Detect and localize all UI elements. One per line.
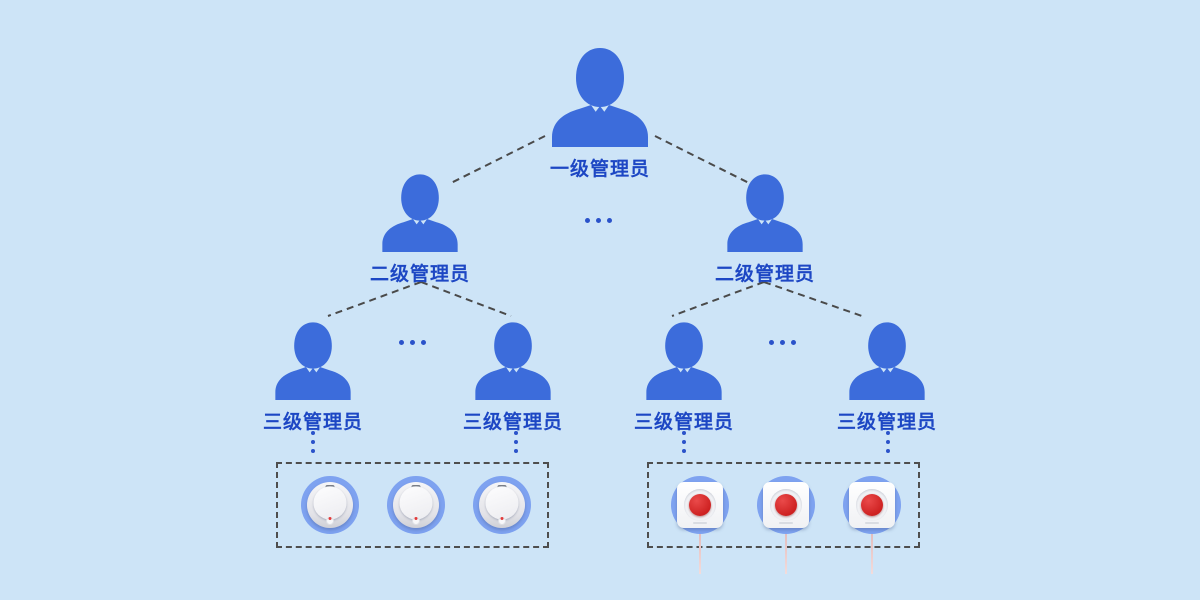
- admin-node-level3-4: 三级管理员: [837, 320, 936, 434]
- admin-node-level3-1: 三级管理员: [263, 320, 362, 434]
- admin-node-level3-3: 三级管理员: [634, 320, 733, 434]
- dotted-link-icon: [886, 431, 890, 453]
- connector-l2right-to-l3-3: [671, 281, 765, 317]
- person-icon: [475, 322, 551, 400]
- knob-device-group-box: [276, 462, 549, 548]
- admin-level2-right-label: 二级管理员: [715, 264, 816, 285]
- person-icon: [382, 174, 458, 252]
- person-icon: [552, 48, 648, 147]
- person-icon: [275, 322, 351, 400]
- rotary-knob-device-icon: [301, 476, 359, 534]
- emergency-button-device-icon: [757, 476, 815, 534]
- ellipsis-icon-level3-right: [769, 340, 796, 345]
- admin-node-level2-right: 二级管理员: [715, 172, 814, 286]
- person-icon: [849, 322, 925, 400]
- admin-node-level2-left: 二级管理员: [370, 172, 469, 286]
- admin-level3-1-label: 三级管理员: [263, 412, 364, 433]
- admin-level2-left-label: 二级管理员: [370, 264, 471, 285]
- rotary-knob-device-icon: [387, 476, 445, 534]
- admin-level1-label: 一级管理员: [549, 159, 650, 180]
- dotted-link-icon: [311, 431, 315, 453]
- person-icon: [646, 322, 722, 400]
- admin-node-level3-2: 三级管理员: [463, 320, 562, 434]
- emergency-button-group-box: [647, 462, 920, 548]
- emergency-button-device-icon: [843, 476, 901, 534]
- ellipsis-icon-level3-left: [399, 340, 426, 345]
- admin-level3-4-label: 三级管理员: [837, 412, 938, 433]
- connector-l1-to-l2-left: [450, 135, 546, 184]
- dotted-link-icon: [682, 431, 686, 453]
- admin-node-level1: 一级管理员: [544, 45, 656, 181]
- dotted-link-icon: [514, 431, 518, 453]
- ellipsis-icon-level2: [585, 218, 612, 223]
- device-pull-cord: [785, 529, 787, 574]
- emergency-button-device-icon: [671, 476, 729, 534]
- connector-l2left-to-l3-1: [327, 281, 422, 317]
- device-pull-cord: [871, 529, 873, 574]
- admin-level3-2-label: 三级管理员: [463, 412, 564, 433]
- connector-l2right-to-l3-4: [763, 281, 863, 317]
- admin-level3-3-label: 三级管理员: [634, 412, 735, 433]
- person-icon: [727, 174, 803, 252]
- rotary-knob-device-icon: [473, 476, 531, 534]
- device-pull-cord: [699, 529, 701, 574]
- connector-l2left-to-l3-2: [420, 281, 512, 317]
